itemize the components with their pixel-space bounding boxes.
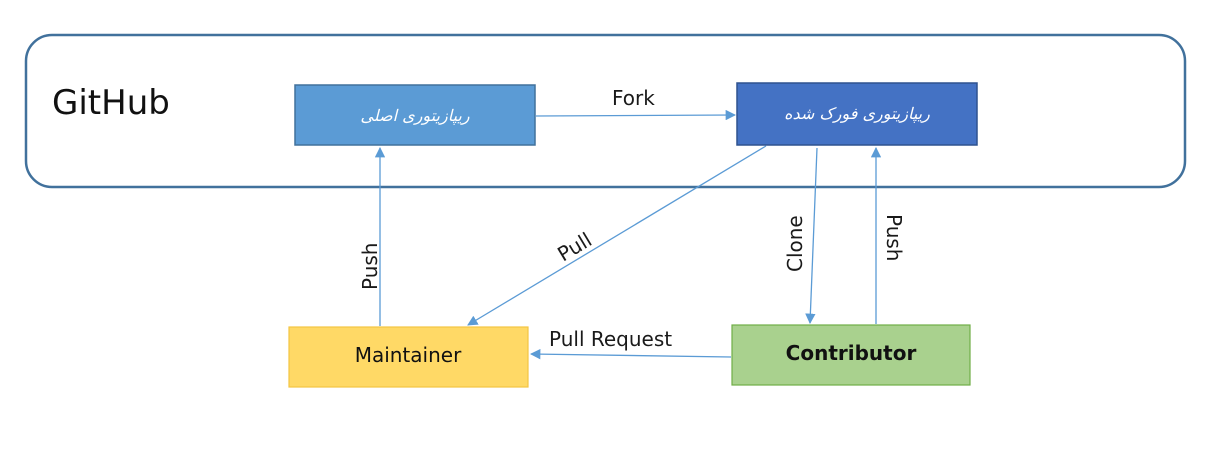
- maintainer-box: [288, 326, 529, 388]
- maintainer-label: Maintainer: [355, 343, 462, 367]
- original-repo-box: [294, 84, 536, 146]
- contributor-box: [731, 324, 971, 386]
- forked-repo-box: [736, 82, 978, 146]
- pull-request-edge: [529, 348, 732, 360]
- github-container: [24, 33, 1187, 189]
- fork-edge-label: Fork: [612, 86, 655, 110]
- pull-edge: [467, 145, 767, 326]
- forked-repo-label: ریپازیتوری فورک شده: [784, 104, 930, 123]
- original-repo-label: ریپازیتوری اصلی: [360, 106, 469, 125]
- contributor-label: Contributor: [786, 341, 917, 365]
- push-maintainer-label: Push: [358, 243, 382, 290]
- pull-edge-label: Pull: [553, 227, 596, 266]
- pull-request-label: Pull Request: [549, 327, 672, 351]
- fork-edge: [535, 109, 737, 121]
- push-contributor-label: Push: [882, 214, 906, 261]
- clone-edge: [805, 147, 818, 325]
- clone-edge-label: Clone: [783, 215, 807, 272]
- github-title: GitHub: [52, 83, 170, 123]
